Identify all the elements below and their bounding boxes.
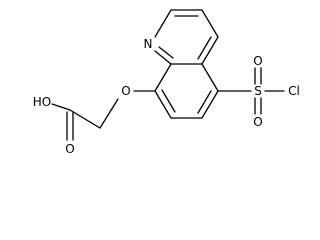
pyridine-ring — [154, 9, 219, 65]
bond-c7-c8-inner — [161, 89, 176, 113]
bond-c5-c6-inner — [197, 90, 212, 114]
sulfonyl-chloride-group — [217, 67, 285, 115]
bond-c3-c4 — [201, 9, 219, 38]
bond-c4-c4a — [201, 36, 219, 65]
bond-c-oh — [51, 103, 71, 111]
atom-label-nitrogen: N — [144, 37, 153, 51]
benzene-ring — [154, 63, 219, 119]
atom-label-hydroxyl: HO — [33, 95, 51, 109]
bond-c4-c4a-inner — [197, 36, 212, 60]
bond-n1-c2 — [154, 9, 172, 38]
chemical-structure: N O HO O S O O Cl — [33, 9, 300, 156]
atom-label-sulfonyl-oxygen-bottom: O — [253, 115, 262, 129]
bond-o-ch2 — [99, 98, 119, 129]
bond-c5-c6 — [201, 90, 219, 119]
bond-n1-c8a — [154, 50, 172, 65]
atom-label-sulfonyl-oxygen-top: O — [253, 54, 262, 68]
bond-ch2-c — [69, 109, 101, 129]
atom-label-chlorine: Cl — [288, 84, 300, 98]
bond-c4a-c5 — [201, 63, 219, 92]
atom-label-ether-oxygen: O — [121, 84, 130, 98]
bond-c7-c8 — [154, 90, 172, 119]
atom-label-sulfur: S — [254, 84, 262, 98]
oxyacetic-acid-chain — [51, 90, 156, 141]
atom-label-carbonyl-oxygen: O — [65, 142, 74, 156]
bond-c8-c8a — [154, 63, 172, 92]
bond-n1-c8a-inner — [158, 46, 174, 59]
